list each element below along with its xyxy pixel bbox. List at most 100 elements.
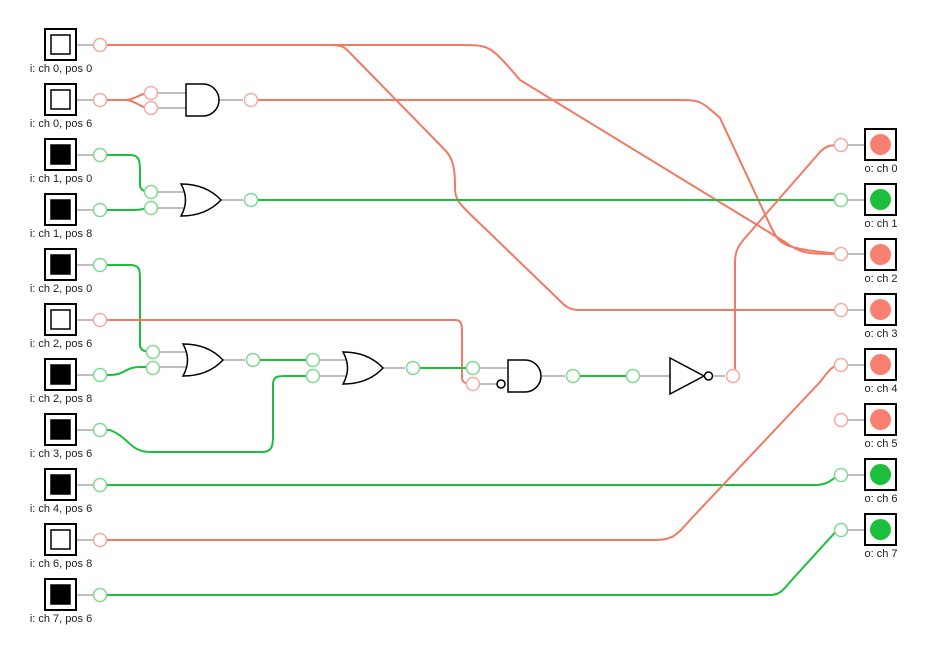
not-gate: [669, 356, 706, 396]
input-on-indicator: [50, 584, 71, 605]
input-switch: [44, 303, 77, 336]
output-label: o: ch 6: [864, 493, 898, 505]
connection-node: [305, 352, 321, 368]
connection-node: [305, 368, 321, 384]
wires-layer: [75, 44, 867, 596]
connection-node: [92, 202, 108, 218]
output-label: o: ch 0: [864, 163, 898, 175]
wire: [100, 207, 151, 211]
connection-node: [833, 467, 849, 483]
connection-node: [833, 137, 849, 153]
output-off-indicator: [870, 409, 891, 430]
or-gate: [179, 183, 223, 217]
input-label: i: ch 3, pos 6: [29, 448, 93, 460]
output-label: o: ch 4: [864, 383, 898, 395]
input-label: i: ch 2, pos 8: [29, 393, 93, 405]
io-layer: [44, 28, 897, 611]
output-on-indicator: [870, 189, 891, 210]
connection-node: [465, 376, 481, 392]
wire: [100, 44, 841, 255]
output-lamp: [864, 183, 897, 216]
input-switch: [44, 248, 77, 281]
output-on-indicator: [870, 519, 891, 540]
input-label: i: ch 6, pos 8: [29, 558, 93, 570]
and-gate: [507, 359, 542, 393]
output-off-indicator: [870, 134, 891, 155]
input-off-indicator: [50, 89, 71, 110]
connection-node: [465, 360, 481, 376]
and-gate: [185, 83, 220, 117]
input-on-indicator: [50, 474, 71, 495]
connection-node: [405, 360, 421, 376]
output-off-indicator: [870, 244, 891, 265]
inverter-bubble: [703, 371, 714, 381]
output-lamp: [864, 128, 897, 161]
input-on-indicator: [50, 419, 71, 440]
output-off-indicator: [870, 299, 891, 320]
input-label: i: ch 1, pos 8: [29, 228, 93, 240]
input-off-indicator: [50, 529, 71, 550]
input-on-indicator: [50, 254, 71, 275]
connection-node: [92, 37, 108, 53]
nodes-layer: [92, 37, 849, 603]
output-lamp: [864, 458, 897, 491]
connection-node: [243, 92, 259, 108]
connection-node: [92, 367, 108, 383]
connection-node: [143, 184, 159, 200]
connection-node: [92, 92, 108, 108]
wire: [100, 99, 151, 109]
input-off-indicator: [50, 309, 71, 330]
connection-node: [243, 192, 259, 208]
output-label: o: ch 5: [864, 438, 898, 450]
input-switch: [44, 358, 77, 391]
output-lamp: [864, 238, 897, 271]
gates-layer: [179, 83, 714, 396]
input-switch: [44, 28, 77, 61]
connection-node: [92, 422, 108, 438]
output-lamp: [864, 403, 897, 436]
input-box: [44, 358, 77, 391]
output-label: o: ch 3: [864, 328, 898, 340]
input-switch: [44, 83, 77, 116]
wire: [100, 364, 841, 541]
connection-node: [625, 368, 641, 384]
input-switch: [44, 138, 77, 171]
input-label: i: ch 2, pos 0: [29, 283, 93, 295]
output-on-indicator: [870, 464, 891, 485]
input-label: i: ch 2, pos 6: [29, 338, 93, 350]
input-label: i: ch 1, pos 0: [29, 173, 93, 185]
output-lamp: [864, 348, 897, 381]
input-label: i: ch 7, pos 6: [29, 613, 93, 625]
input-on-indicator: [50, 199, 71, 220]
or-gate: [341, 351, 385, 385]
connection-node: [92, 477, 108, 493]
input-box: [44, 193, 77, 226]
connection-node: [833, 246, 849, 262]
or-gate: [181, 343, 225, 377]
input-label: i: ch 0, pos 0: [29, 63, 93, 75]
connection-node: [145, 360, 161, 376]
connection-node: [725, 368, 741, 384]
connection-node: [143, 100, 159, 116]
inverter-bubble: [496, 379, 506, 389]
input-switch: [44, 578, 77, 611]
connection-node: [565, 368, 581, 384]
connection-node: [833, 522, 849, 538]
connection-node: [143, 85, 159, 101]
connection-node: [92, 312, 108, 328]
connection-node: [833, 302, 849, 318]
connection-node: [92, 147, 108, 163]
connection-node: [245, 352, 261, 368]
input-box: [44, 303, 77, 336]
output-off-indicator: [870, 354, 891, 375]
input-on-indicator: [50, 364, 71, 385]
output-label: o: ch 1: [864, 218, 898, 230]
input-switch: [44, 193, 77, 226]
input-on-indicator: [50, 144, 71, 165]
connection-node: [92, 257, 108, 273]
input-label: i: ch 4, pos 6: [29, 503, 93, 515]
connection-node: [92, 587, 108, 603]
input-switch: [44, 413, 77, 446]
input-switch: [44, 523, 77, 556]
